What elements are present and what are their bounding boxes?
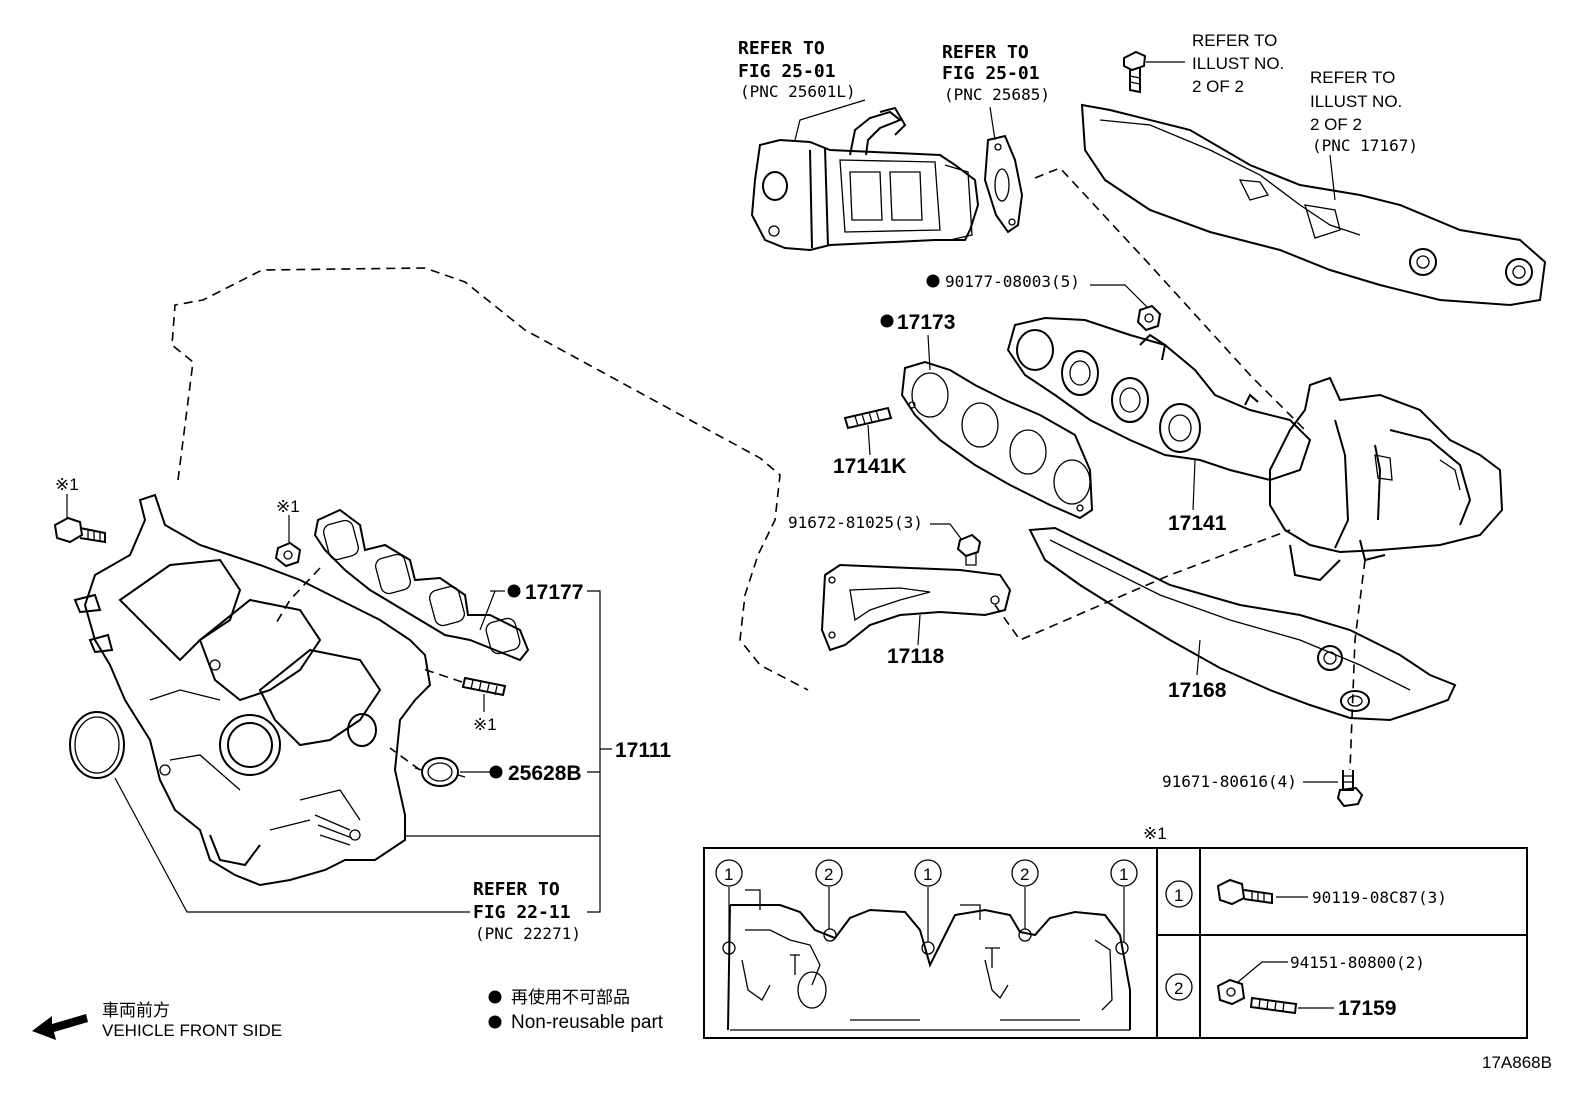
ref-illust-bolt-line2: ILLUST NO. (1192, 54, 1284, 73)
callout-1-a: 1 (724, 865, 733, 884)
legend-nonreuse-jp: 再使用不可部品 (511, 987, 630, 1007)
lower-heat-insulator-17168-drawing (1028, 526, 1457, 722)
part-label-17168[interactable]: 17168 (1168, 679, 1227, 702)
dash-egr-manifold (1034, 167, 1306, 431)
ref-egr-cooler-line3: (PNC 25601L) (740, 82, 856, 101)
detail-row2-part-a[interactable]: 94151-80800(2) (1290, 953, 1425, 972)
egr-gasket-drawing (983, 134, 1024, 234)
legend-nonreuse-dot-1 (488, 990, 502, 1004)
leader-17118 (917, 614, 921, 646)
detail-title: ※1 (1143, 824, 1167, 843)
ref-illust-insulator-line3: 2 OF 2 (1310, 115, 1362, 134)
intake-stud-drawing (461, 676, 507, 697)
part-label-25628B[interactable]: 25628B (508, 762, 582, 785)
detail-box: ※1 1 2 1 2 (703, 824, 1528, 1039)
callout-2-a: 2 (824, 865, 833, 884)
note-mark-bolt: ※1 (55, 475, 79, 494)
ref-egr-cooler-line1: REFER TO (738, 38, 825, 59)
leader-egr-gasket (989, 106, 996, 141)
leader-90177 (1090, 284, 1149, 309)
part-label-91672[interactable]: 91672-81025(3) (788, 513, 923, 532)
egr-cooler-drawing (750, 106, 980, 252)
leader-17141 (1192, 459, 1196, 511)
detail-row1-part[interactable]: 90119-08C87(3) (1312, 888, 1447, 907)
part-label-17173[interactable]: 17173 (897, 311, 955, 334)
row-key-2: 2 (1174, 979, 1183, 998)
leader-row2-a (1237, 961, 1288, 983)
part-label-90177[interactable]: 90177-08003(5) (945, 272, 1080, 291)
part-label-17141K[interactable]: 17141K (833, 455, 907, 478)
legend-nonreuse-en: Non-reusable part (511, 1012, 664, 1033)
gasket-25628b-drawing (414, 757, 466, 787)
leader-17177-gasket (479, 590, 496, 631)
note-mark-stud: ※1 (473, 715, 497, 734)
dash-stud-intake (419, 667, 463, 683)
intake-bolt-drawing (53, 516, 106, 544)
ref-illust-bolt-line3: 2 OF 2 (1192, 77, 1244, 96)
upper-heat-insulator-drawing (1080, 103, 1547, 307)
leader-17141K (867, 424, 871, 456)
ref-fig-22-11-line2: FIG 22-11 (473, 902, 571, 923)
dash-bracket-insulator (994, 529, 1291, 641)
ref-egr-gasket-line2: FIG 25-01 (942, 63, 1040, 84)
dash-gasket-intake (389, 747, 421, 771)
engine-outline (171, 267, 809, 691)
leader-17168 (1196, 639, 1201, 676)
note-mark-nut: ※1 (276, 497, 300, 516)
leader-17111-bracket (405, 590, 612, 913)
bolt-91671-drawing (1336, 770, 1364, 808)
nut-90177-drawing (1136, 304, 1162, 332)
leader-22271 (114, 777, 470, 913)
exhaust-gasket-17173-drawing (900, 360, 1094, 520)
leader-17173 (927, 334, 931, 371)
nonreuse-dot-17177 (507, 584, 521, 598)
part-label-91671[interactable]: 91671-80616(4) (1162, 772, 1297, 791)
intake-nut-drawing (274, 541, 302, 568)
legend-front-jp: 車両前方 (102, 1001, 170, 1020)
intake-gasket-17177-drawing (313, 508, 530, 662)
detail-stud-drawing (1249, 996, 1298, 1015)
row-key-1: 1 (1174, 886, 1183, 905)
detail-bolt-drawing (1216, 878, 1273, 906)
leader-egr-cooler (794, 99, 866, 141)
part-label-17118[interactable]: 17118 (887, 645, 945, 668)
dash-bolt-insulator (1349, 559, 1366, 771)
ref-egr-gasket-line3: (PNC 25685) (944, 85, 1050, 104)
detail-nut-drawing (1216, 978, 1246, 1006)
throttle-gasket-drawing (69, 711, 125, 779)
intake-manifold-17111-drawing (73, 493, 432, 887)
bolt-91672-drawing (956, 533, 982, 566)
dash-nut-intake (274, 567, 321, 626)
nonreuse-dot-25628B (489, 765, 503, 779)
bracket-17118-drawing (820, 563, 1012, 652)
legend-front-en: VEHICLE FRONT SIDE (102, 1021, 282, 1040)
legend-nonreuse-dot-2 (488, 1015, 502, 1029)
callout-2-b: 2 (1020, 865, 1029, 884)
leader-upper-insulator (1329, 154, 1336, 201)
ref-illust-insulator-line2: ILLUST NO. (1310, 92, 1402, 111)
ref-illust-insulator-line1: REFER TO (1310, 68, 1395, 87)
detail-row2-part-b[interactable]: 17159 (1338, 997, 1396, 1020)
insulator-bolt-drawing (1123, 50, 1185, 94)
ref-fig-22-11-line3: (PNC 22271) (475, 924, 581, 943)
ref-egr-gasket-line1: REFER TO (942, 42, 1029, 63)
front-arrow-icon (32, 1014, 88, 1040)
ref-illust-bolt-line1: REFER TO (1192, 31, 1277, 50)
diagram-code: 17A868B (1482, 1053, 1552, 1072)
part-label-17111[interactable]: 17111 (615, 739, 671, 762)
leader-91672 (930, 523, 963, 541)
callout-1-c: 1 (1119, 865, 1128, 884)
part-label-17141[interactable]: 17141 (1168, 512, 1227, 535)
ref-fig-22-11-line1: REFER TO (473, 879, 560, 900)
exhaust-manifold-17141-drawing (1006, 316, 1504, 582)
nonreuse-dot-90177 (926, 274, 940, 288)
stud-17141k-drawing (843, 406, 893, 430)
nonreuse-dot-17173 (880, 314, 894, 328)
callout-1-b: 1 (923, 865, 932, 884)
ref-illust-insulator-line4: (PNC 17167) (1312, 136, 1418, 155)
part-label-17177[interactable]: 17177 (525, 581, 583, 604)
ref-egr-cooler-line2: FIG 25-01 (738, 61, 836, 82)
